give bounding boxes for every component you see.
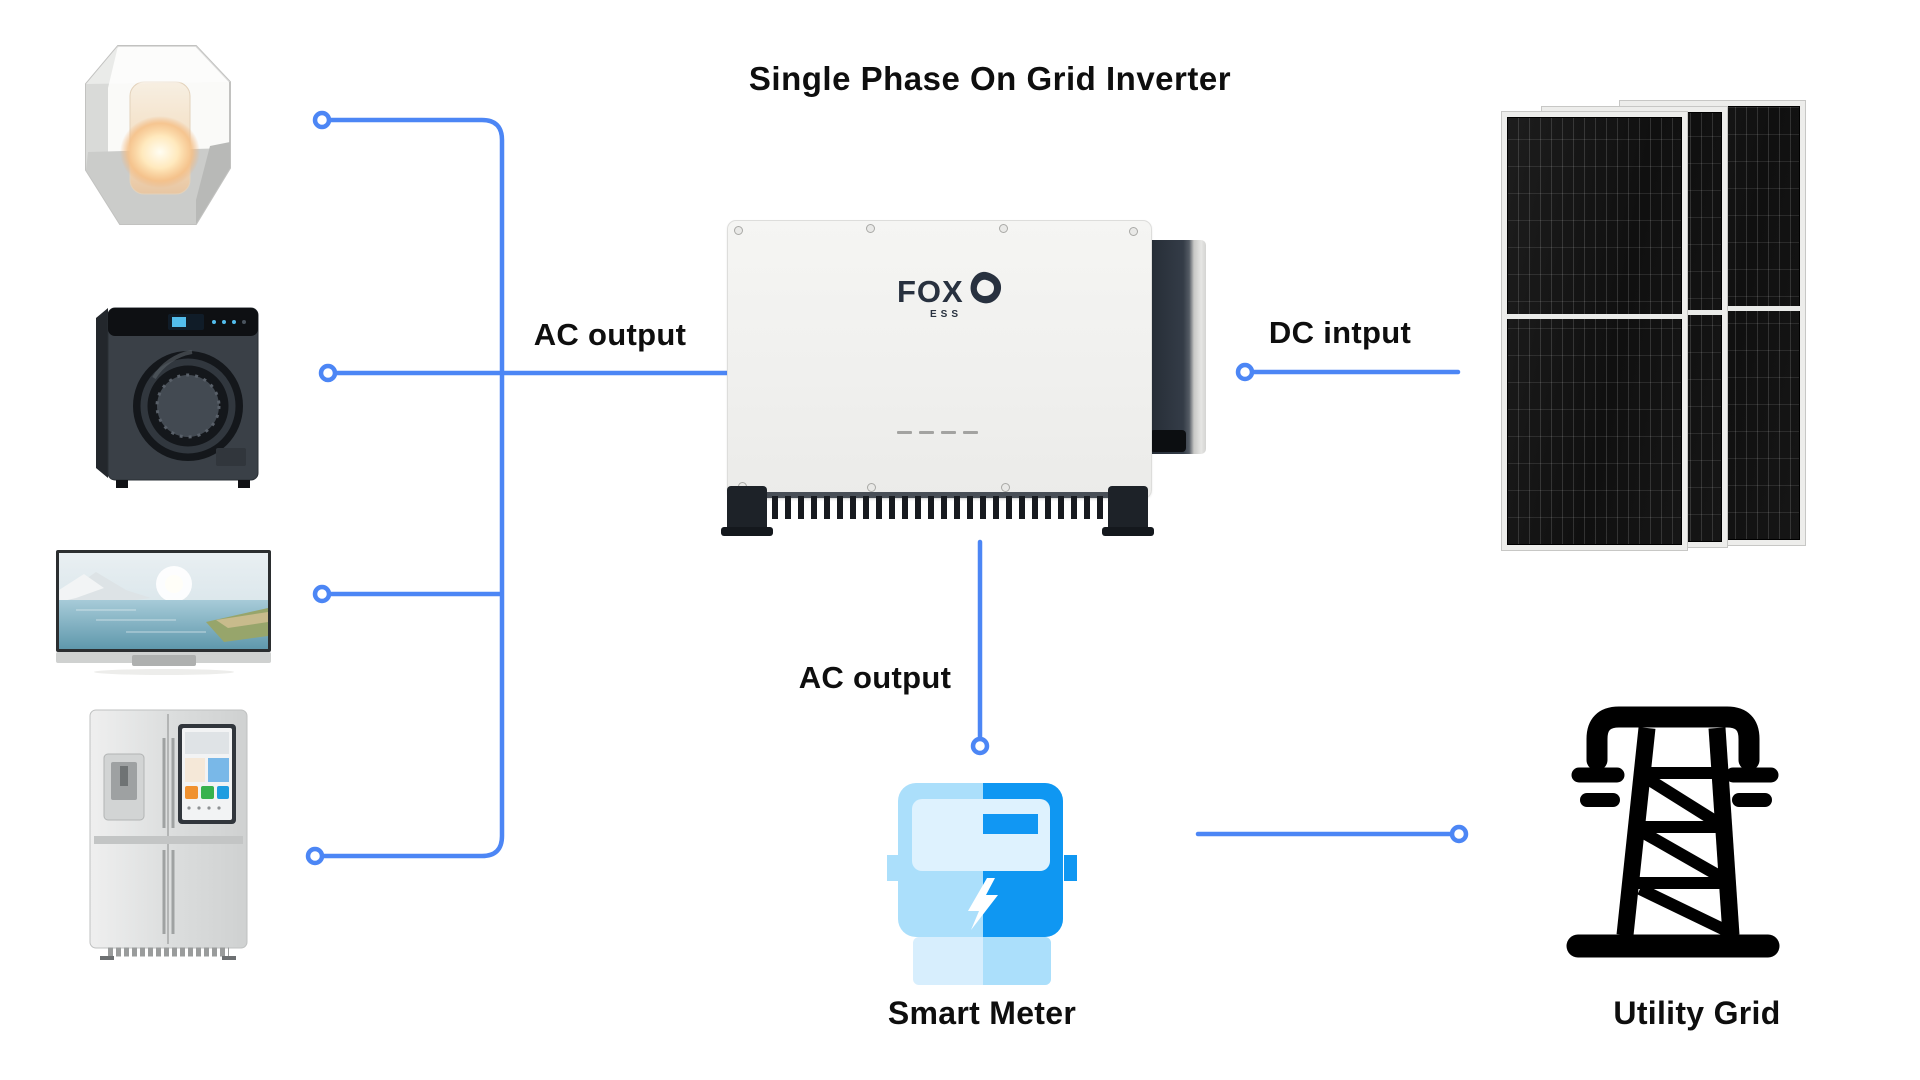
- node-washer: [318, 363, 338, 383]
- fox-swirl-icon: [970, 271, 1001, 304]
- node-lamp: [312, 110, 332, 130]
- wire-appliance-trunk: [321, 117, 505, 859]
- node-dc: [1235, 362, 1255, 382]
- inverter-bottom-rail: [760, 492, 1120, 498]
- node-tv: [312, 584, 332, 604]
- washing-machine-image: [96, 307, 259, 488]
- node-grid: [1449, 824, 1469, 844]
- inverter-foot-right: [1102, 486, 1154, 536]
- node-meter: [970, 736, 990, 756]
- dc-input-label: DC intput: [1268, 315, 1412, 350]
- ac-output-left-label: AC output: [533, 317, 687, 352]
- table-lamp-image: [85, 45, 231, 225]
- screw-icon: [1001, 483, 1010, 492]
- solar-panel-front: [1502, 112, 1687, 550]
- led-dash: [963, 431, 978, 434]
- node-fridge: [305, 846, 325, 866]
- inverter-led-indicators: [897, 431, 978, 434]
- fox-logo-text: FOX: [897, 274, 964, 309]
- inverter-foot-left: [721, 486, 773, 536]
- led-dash: [919, 431, 934, 434]
- tv-stand: [132, 655, 196, 666]
- inverter-cable-gland: [1150, 430, 1186, 452]
- lamp-glow: [120, 116, 200, 188]
- inverter-body: [727, 220, 1152, 499]
- inverter-connectors: [772, 496, 1105, 519]
- led-dash: [897, 431, 912, 434]
- smart-meter-icon: [887, 783, 1077, 985]
- screw-icon: [866, 224, 875, 233]
- ac-output-bottom-label: AC output: [798, 660, 952, 695]
- meter-display: [912, 799, 1050, 871]
- inverter-heatsink-side: [1146, 240, 1206, 454]
- led-dash: [941, 431, 956, 434]
- refrigerator-image: [89, 709, 248, 960]
- fox-ess-logo: FOX: [897, 271, 1003, 309]
- ess-logo-text: ESS: [930, 309, 963, 320]
- tower-crossarm: [1586, 706, 1760, 771]
- television-image: [56, 550, 271, 675]
- utility-grid-tower-icon: [1566, 706, 1780, 958]
- screw-icon: [867, 483, 876, 492]
- screw-icon: [999, 224, 1008, 233]
- tower-braces: [1637, 767, 1730, 937]
- diagram-title: Single Phase On Grid Inverter: [748, 60, 1232, 97]
- screw-icon: [1129, 227, 1138, 236]
- utility-grid-label: Utility Grid: [1613, 995, 1781, 1031]
- smart-meter-label: Smart Meter: [887, 995, 1077, 1031]
- lightning-bolt-icon: [968, 878, 998, 930]
- screw-icon: [734, 226, 743, 235]
